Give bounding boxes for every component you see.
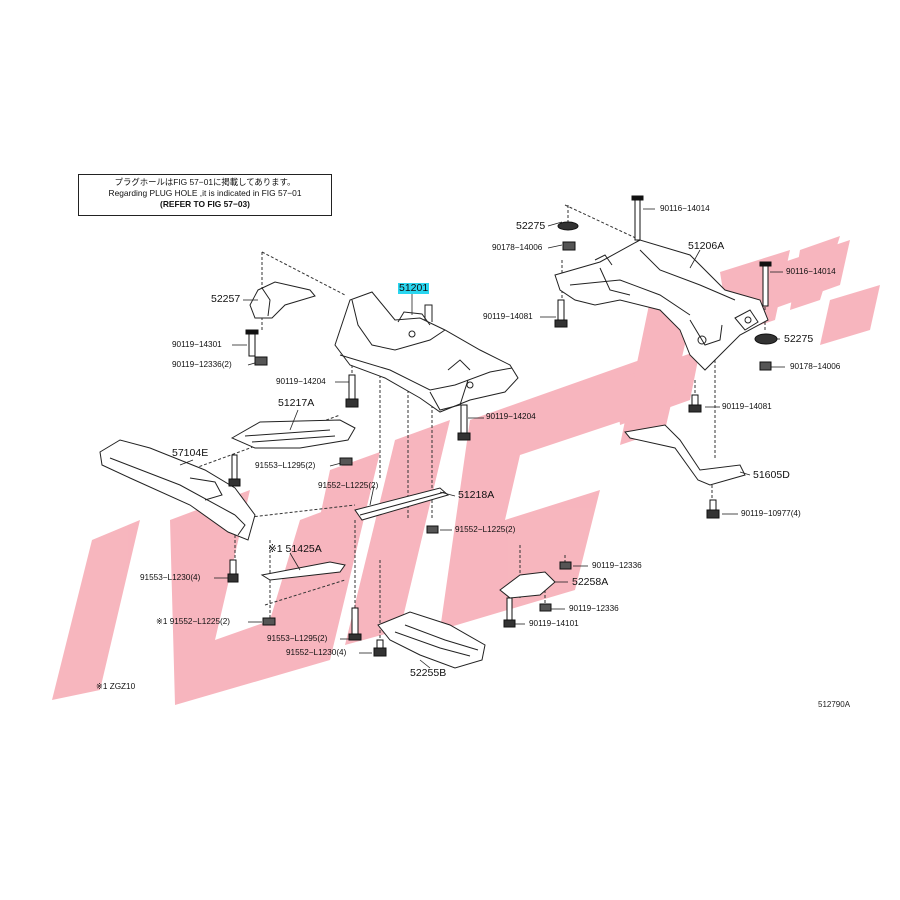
part-label-90119-14204-right[interactable]: 90119−14204 — [486, 412, 536, 421]
bolt-icon — [373, 639, 387, 657]
crossmember-51201-shape — [334, 291, 519, 413]
part-label-91553-L1295-2-lower[interactable]: 91553−L1295(2) — [267, 634, 328, 643]
note-box: プラグホールはFIG 57−01に掲載してあります。 Regarding PLU… — [78, 174, 332, 216]
part-label-52258A[interactable]: 52258A — [572, 576, 609, 588]
note-line-japanese: プラグホールはFIG 57−01に掲載してあります。 — [114, 177, 296, 187]
plate-51425A-shape — [260, 561, 346, 581]
part-label-51425A[interactable]: ※1 51425A — [268, 543, 322, 555]
bolt-icon — [245, 329, 259, 357]
part-label-90119-12336-lower[interactable]: 90119−12336 — [569, 604, 619, 613]
note-line-english: Regarding PLUG HOLE ,it is indicated in … — [108, 188, 302, 198]
part-label-51217A[interactable]: 51217A — [278, 397, 315, 409]
bolt-icon — [554, 299, 568, 328]
part-label-90119-14101[interactable]: 90119−14101 — [529, 619, 579, 628]
figure-code: 512790A — [818, 700, 851, 709]
part-label-90119-14301[interactable]: 90119−14301 — [172, 340, 222, 349]
cover-52255B-shape — [377, 611, 486, 669]
bolt-icon — [227, 559, 239, 583]
bolt-icon — [706, 499, 720, 519]
nut-icon — [426, 525, 439, 534]
footnote-zgz10: ※1 ZGZ10 — [96, 682, 136, 691]
part-label-57104E[interactable]: 57104E — [172, 447, 209, 459]
nut-icon — [262, 617, 276, 626]
part-label-52255B[interactable]: 52255B — [410, 667, 447, 679]
part-label-51201[interactable]: 51201 — [398, 282, 430, 294]
part-label-91552-L1230-4[interactable]: 91552−L1230(4) — [286, 648, 347, 657]
nut-icon — [539, 603, 552, 612]
part-label-90119-14204-left[interactable]: 90119−14204 — [276, 377, 326, 386]
bolt-icon — [503, 597, 516, 628]
part-label-91553-L1295-2-upper[interactable]: 91553−L1295(2) — [255, 461, 316, 470]
part-label-90119-14081-lower[interactable]: 90119−14081 — [722, 402, 772, 411]
nut-icon — [559, 561, 572, 570]
nut-icon — [759, 361, 772, 371]
washer-icon — [754, 333, 778, 345]
bracket-52257-shape — [249, 281, 316, 319]
part-label-52275-upper[interactable]: 52275 — [516, 220, 546, 232]
part-label-90178-14006-lower[interactable]: 90178−14006 — [790, 362, 841, 371]
part-label-90116-14014-upper[interactable]: 90116−14014 — [660, 204, 710, 213]
part-label-91553-L1230-4[interactable]: 91553−L1230(4) — [140, 573, 201, 582]
part-label-51605D[interactable]: 51605D — [753, 469, 790, 481]
bolt-icon — [345, 374, 359, 408]
part-label-90119-14081-upper[interactable]: 90119−14081 — [483, 312, 533, 321]
part-label-52275-lower[interactable]: 52275 — [784, 333, 814, 345]
bolt-icon — [631, 195, 644, 241]
part-label-91552-L1225-2-mid[interactable]: 91552−L1225(2) — [455, 525, 516, 534]
part-label-90119-12336-2[interactable]: 90119−12336(2) — [172, 360, 232, 369]
bolt-icon — [688, 394, 702, 413]
nut-icon — [562, 241, 576, 251]
nut-icon — [254, 356, 268, 366]
part-label-90119-12336-upper[interactable]: 90119−12336 — [592, 561, 642, 570]
part-label-90116-14014-lower[interactable]: 90116−14014 — [786, 267, 836, 276]
part-label-52257[interactable]: 52257 — [211, 293, 241, 305]
member-57104E-shape — [99, 439, 256, 541]
part-label-51206A[interactable]: 51206A — [688, 240, 725, 252]
part-label-91552-L1225-2-lower[interactable]: ※1 91552−L1225(2) — [156, 617, 231, 626]
subframe-51206A-shape — [554, 239, 769, 371]
bolt-icon — [228, 454, 241, 487]
part-label-90178-14006-upper[interactable]: 90178−14006 — [492, 243, 543, 252]
bolt-icon — [348, 607, 362, 641]
part-label-90119-10977-4[interactable]: 90119−10977(4) — [741, 509, 801, 518]
bolt-icon — [457, 404, 471, 441]
part-label-91552-L1225-2-upper[interactable]: 91552−L1225(2) — [318, 481, 379, 490]
note-line-reference: (REFER TO FIG 57−03) — [160, 199, 250, 209]
part-label-51218A[interactable]: 51218A — [458, 489, 495, 501]
nut-icon — [339, 457, 353, 466]
bolt-icon — [759, 261, 772, 307]
washer-icon — [557, 221, 579, 231]
stay-51605D-shape — [624, 424, 746, 486]
